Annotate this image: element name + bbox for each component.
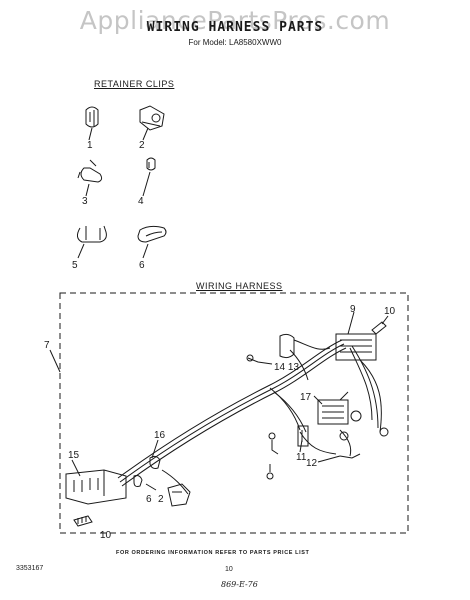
leader-line (85, 183, 90, 197)
leader-line (88, 127, 93, 141)
plug-14-13 (246, 333, 331, 365)
page-number: 10 (225, 566, 233, 573)
callout-17: 17 (300, 392, 312, 403)
page-title: WIRING HARNESS PARTS (146, 20, 324, 35)
leader-line (313, 395, 323, 405)
harness-clip-16 (133, 455, 161, 487)
harness-bundle (117, 339, 382, 495)
leader-line (77, 243, 85, 259)
leader-line (381, 315, 389, 325)
terminal-10 (371, 321, 387, 335)
retainer-clip-6 (137, 225, 167, 243)
leader-line (49, 349, 61, 373)
harness-frame (59, 292, 409, 534)
handwritten-note: 869-E-76 (221, 580, 258, 589)
leader-line (317, 455, 341, 463)
terminal-10-lower (73, 515, 93, 527)
clip-label-3: 3 (82, 196, 88, 207)
retainer-clips-heading: RETAINER CLIPS (94, 79, 175, 89)
part-number: 3353167 (16, 565, 44, 572)
clip-label-2: 2 (139, 140, 145, 151)
connector-9 (335, 333, 377, 361)
wiring-harness-heading: WIRING HARNESS (196, 281, 283, 291)
callout-7: 7 (44, 340, 50, 351)
connector-17 (317, 391, 362, 441)
leader-line (347, 311, 355, 335)
leader-line (151, 439, 159, 459)
leader-line (299, 439, 303, 453)
clip-label-1: 1 (87, 140, 93, 151)
ordering-note: FOR ORDERING INFORMATION REFER TO PARTS … (116, 550, 310, 556)
clip-label-4: 4 (138, 196, 144, 207)
leader-line (142, 171, 151, 197)
callout-11: 11 (296, 452, 307, 463)
retainer-clip-1 (85, 106, 99, 128)
clip-label-6: 6 (139, 260, 145, 271)
leader-line (142, 127, 149, 141)
leader-line (71, 459, 81, 477)
callout-12: 12 (306, 458, 318, 469)
callout-2: 2 (158, 494, 164, 505)
callout-10-lower: 10 (100, 530, 112, 541)
callout-15: 15 (68, 450, 80, 461)
leader-line (142, 243, 149, 259)
retainer-clip-3 (77, 159, 103, 183)
retainer-clip-2 (139, 105, 165, 131)
retainer-clip-5 (76, 225, 107, 243)
retainer-clip-4 (146, 157, 156, 171)
callout-16: 16 (154, 430, 166, 441)
callout-10-top: 10 (384, 306, 396, 317)
callout-14-13: 14 13 (274, 362, 299, 373)
watermark: AppliancePartsPros.com (79, 6, 391, 35)
clip-label-5: 5 (72, 260, 78, 271)
callout-6: 6 (146, 494, 152, 505)
model-subtitle: For Model: LA8580XWW0 (188, 38, 282, 47)
callout-9: 9 (350, 304, 356, 315)
harness-bracket (145, 483, 191, 507)
connector-15 (65, 469, 127, 505)
terminal-group (266, 425, 389, 480)
